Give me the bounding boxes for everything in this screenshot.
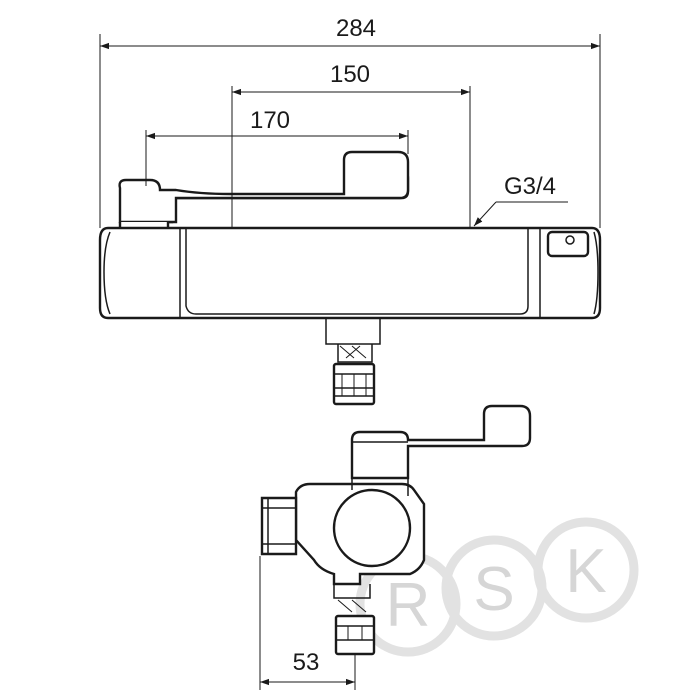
side-cap <box>332 488 412 568</box>
side-lever <box>350 404 532 480</box>
side-view <box>260 404 532 656</box>
lever-grip <box>118 150 410 224</box>
outlet-collar <box>325 317 381 345</box>
inlet-nut <box>260 496 298 556</box>
front-view <box>98 150 602 406</box>
thermostat-body <box>98 226 602 320</box>
dim-53-label: 53 <box>293 649 320 676</box>
rsk-watermark: R S K <box>355 517 639 657</box>
watermark-ring-k <box>533 517 639 623</box>
watermark-letter-k: K <box>565 537 606 606</box>
dim-150-label: 150 <box>330 61 370 88</box>
watermark-letter-s: S <box>473 555 514 624</box>
dimension-lines <box>99 34 601 690</box>
watermark-letter-r: R <box>386 571 431 640</box>
dim-284-label: 284 <box>336 15 376 42</box>
side-outlet-connector <box>334 614 376 656</box>
dim-170-label: 170 <box>250 107 290 134</box>
thread-label: G3/4 <box>504 173 556 200</box>
